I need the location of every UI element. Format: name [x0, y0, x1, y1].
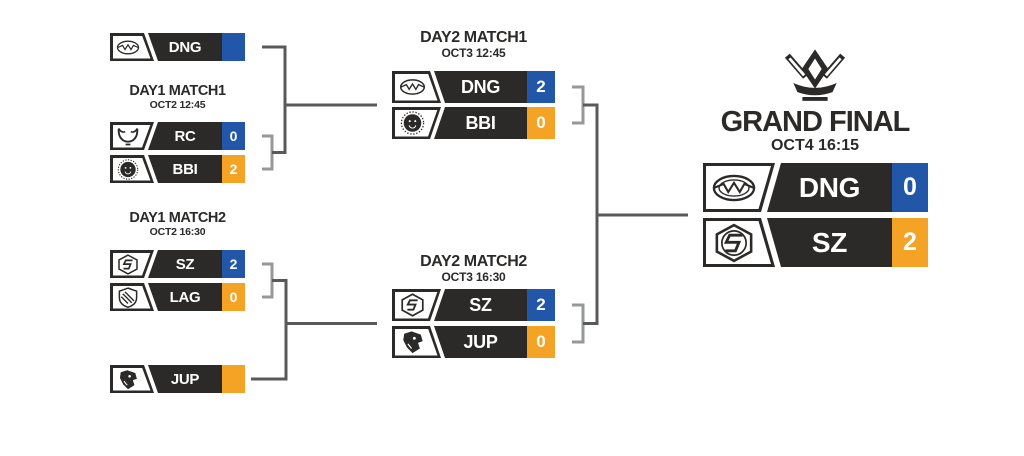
team-row-sz-final: SZ 2 — [703, 218, 928, 267]
sz-logo-icon — [400, 293, 424, 317]
team-logo-box — [392, 326, 441, 358]
score-box — [222, 33, 245, 61]
team-name: JUP — [463, 331, 498, 352]
dng-logo-icon — [712, 174, 756, 201]
match-datetime: OCT3 16:30 — [441, 269, 506, 284]
match-title: DAY2 MATCH1 — [420, 29, 527, 46]
connector-r1m1-bracket — [262, 134, 274, 171]
score-box: 0 — [222, 283, 245, 311]
team-logo-box — [110, 155, 154, 183]
match-header-day2-match2: DAY2 MATCH2 OCT3 16:30 — [392, 253, 555, 285]
jup-logo-icon — [119, 369, 137, 389]
score-value: 2 — [536, 295, 546, 314]
crown-icon — [784, 49, 846, 101]
score-box: 2 — [222, 250, 245, 278]
match-header-day1-match1: DAY1 MATCH1 OCT2 12:45 — [110, 83, 245, 112]
match-header-day1-match2: DAY1 MATCH2 OCT2 16:30 — [110, 210, 245, 239]
match-header-day2-match1: DAY2 MATCH1 OCT3 12:45 — [392, 29, 555, 61]
team-row-jup-seed: JUP — [110, 365, 245, 393]
match-datetime: OCT2 16:30 — [149, 226, 206, 239]
team-logo-box — [703, 163, 775, 212]
score-box: 2 — [527, 289, 555, 321]
team-name: DNG — [460, 76, 501, 97]
jup-logo-icon — [402, 331, 423, 354]
team-row-jup-semi: JUP 0 — [392, 326, 555, 358]
connector-r2m1-bracket — [572, 85, 585, 125]
match-datetime: OCT3 12:45 — [441, 45, 506, 60]
team-logo-box — [110, 33, 154, 61]
score-value: 0 — [903, 173, 917, 201]
score-value: 0 — [229, 289, 238, 305]
rc-logo-icon — [117, 127, 138, 145]
team-name: SZ — [175, 255, 195, 273]
team-logo-box — [392, 71, 441, 103]
team-row-bbi: BBI 2 — [110, 155, 245, 183]
score-box: 2 — [222, 155, 245, 183]
team-name: SZ — [469, 294, 492, 315]
team-logo-box — [703, 218, 775, 267]
score-value: 2 — [903, 228, 917, 256]
team-logo-box — [110, 250, 154, 278]
score-box: 0 — [527, 107, 555, 139]
team-name: JUP — [170, 370, 200, 388]
score-value: 0 — [229, 128, 238, 144]
grand-final-datetime: OCT4 16:15 — [770, 137, 860, 155]
team-row-sz-semi: SZ 2 — [392, 289, 555, 321]
team-row-rc: RC 0 — [110, 122, 245, 150]
match-title: DAY1 MATCH1 — [129, 83, 226, 99]
team-name: RC — [174, 127, 196, 145]
team-logo-box — [110, 122, 154, 150]
bbi-logo-icon — [400, 111, 424, 135]
score-box: 0 — [527, 326, 555, 358]
sz-logo-icon — [117, 253, 138, 275]
connector-jup-seed — [251, 279, 288, 381]
lag-logo-icon — [118, 286, 137, 308]
score-box: 0 — [222, 122, 245, 150]
score-value: 0 — [536, 332, 546, 351]
score-value: 2 — [536, 77, 546, 96]
team-row-bbi-semi: BBI 0 — [392, 107, 555, 139]
bbi-logo-icon — [117, 158, 138, 180]
team-name: LAG — [169, 288, 201, 306]
score-value: 2 — [229, 256, 238, 272]
sz-logo-icon — [715, 223, 753, 262]
score-box: 0 — [892, 163, 928, 212]
score-box: 2 — [892, 218, 928, 267]
team-row-dng-semi: DNG 2 — [392, 71, 555, 103]
connector-dng-seed — [262, 45, 287, 154]
team-logo-box — [110, 365, 154, 393]
team-name: BBI — [172, 160, 198, 178]
team-name: DNG — [798, 171, 861, 203]
team-name: SZ — [811, 226, 848, 258]
team-row-dng-seed: DNG — [110, 33, 245, 61]
team-logo-box — [110, 283, 154, 311]
score-value: 2 — [229, 161, 238, 177]
match-title: DAY1 MATCH2 — [129, 210, 226, 226]
score-box: 2 — [527, 71, 555, 103]
team-name: DNG — [168, 38, 202, 56]
score-box — [222, 365, 245, 393]
team-row-dng-final: DNG 0 — [703, 163, 928, 212]
connector-r1m2-bracket — [262, 262, 274, 299]
team-logo-box — [392, 289, 441, 321]
grand-final-title: GRAND FINAL — [720, 106, 911, 138]
team-logo-box — [392, 107, 441, 139]
dng-logo-icon — [116, 40, 139, 54]
team-row-sz: SZ 2 — [110, 250, 245, 278]
grand-final-header: GRAND FINAL OCT4 16:15 — [705, 48, 925, 155]
connector-r2m2-bracket — [572, 303, 585, 344]
connector-semis-join — [583, 103, 599, 325]
score-value: 0 — [536, 113, 546, 132]
match-title: DAY2 MATCH2 — [420, 253, 527, 270]
match-datetime: OCT2 12:45 — [149, 99, 206, 112]
dng-logo-icon — [399, 79, 425, 95]
team-row-lag: LAG 0 — [110, 283, 245, 311]
team-name: BBI — [465, 112, 496, 133]
